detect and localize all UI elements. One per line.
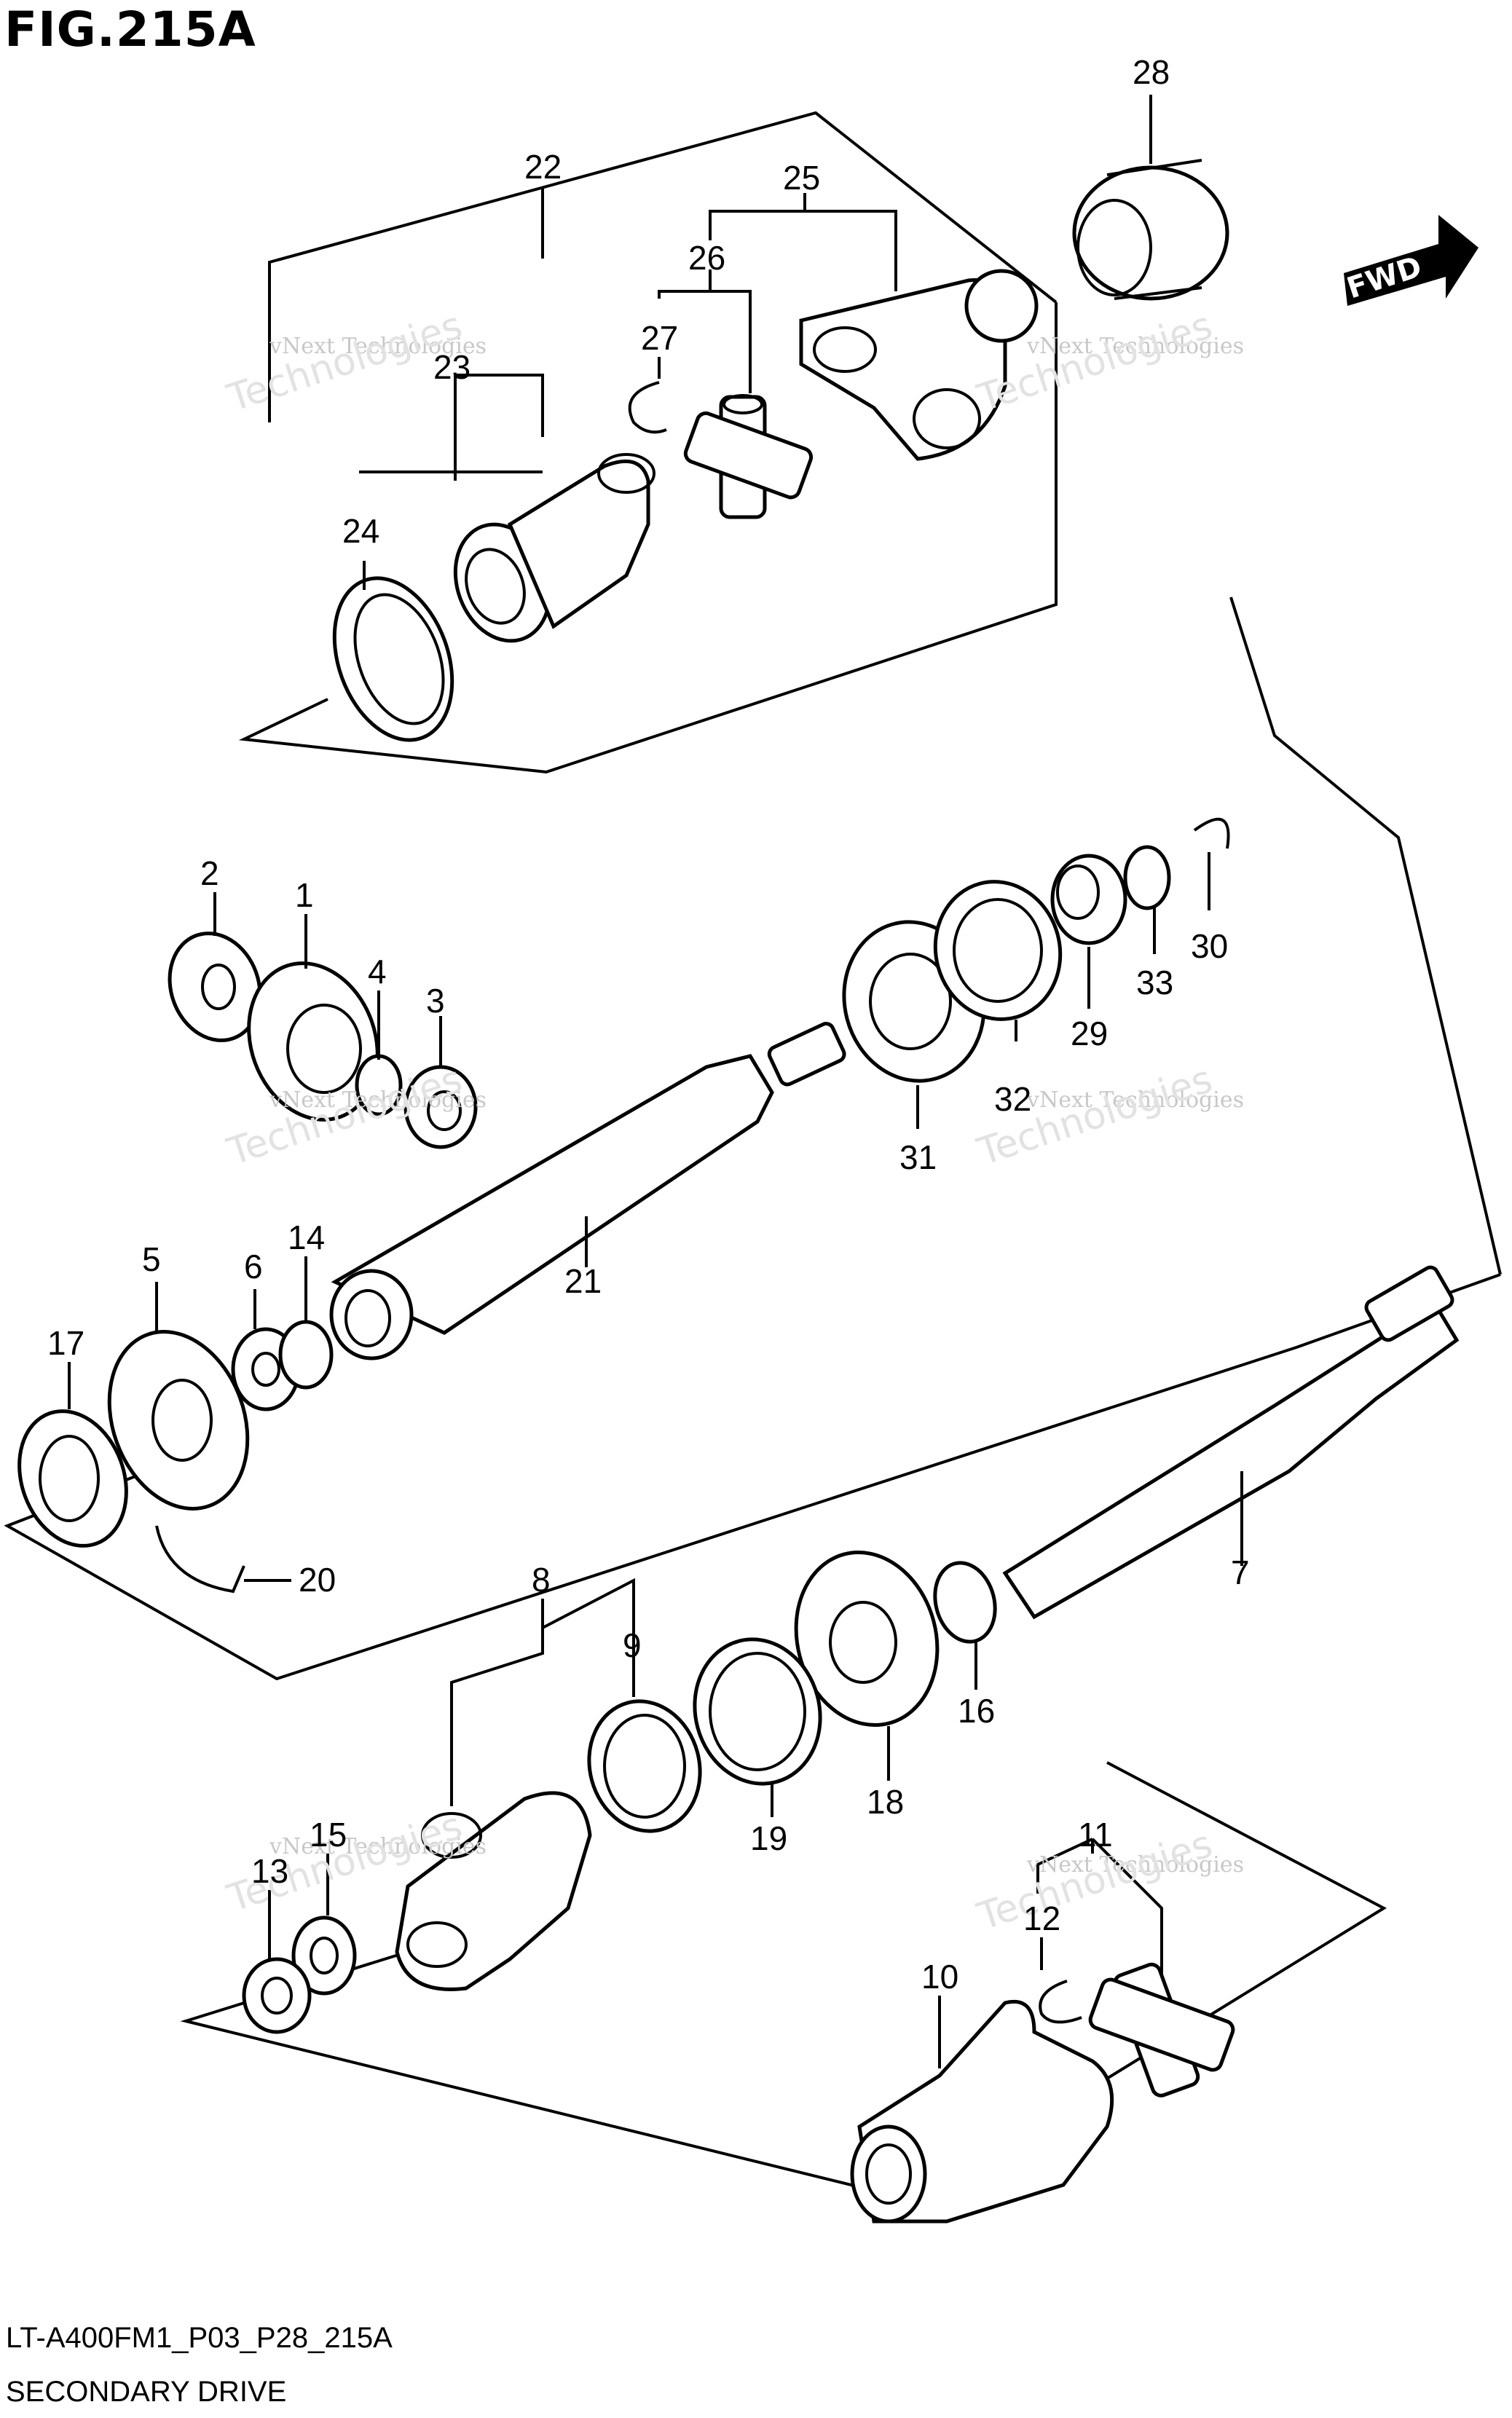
part-15-washer xyxy=(291,1915,357,1996)
callout-5: 5 xyxy=(142,1240,161,1278)
figure-title: FIG.215A xyxy=(4,1,256,58)
leader-lines xyxy=(68,95,1243,2068)
callout-29: 29 xyxy=(1071,1015,1108,1052)
part-16-o-ring xyxy=(933,1561,997,1644)
part-12-circlip xyxy=(1039,1980,1082,2024)
callout-18: 18 xyxy=(867,1783,904,1821)
callout-15: 15 xyxy=(310,1816,347,1854)
group-box-upper-joint xyxy=(238,111,1058,774)
callout-13: 13 xyxy=(251,1852,288,1890)
callout-10: 10 xyxy=(921,1958,958,1996)
part-2-washer xyxy=(168,932,262,1042)
fwd-arrow-icon: FWD xyxy=(1343,215,1478,306)
callout-22: 22 xyxy=(524,148,562,186)
callout-25: 25 xyxy=(783,159,820,197)
callout-14: 14 xyxy=(288,1218,325,1256)
part-18-oil-seal xyxy=(794,1551,940,1727)
part-23-yoke xyxy=(453,453,655,643)
part-5-bevel-gear xyxy=(107,1330,250,1511)
svg-text:vNext Technologies: vNext Technologies xyxy=(269,1834,487,1859)
svg-text:vNext Technologies: vNext Technologies xyxy=(1026,334,1244,359)
part-13-nut xyxy=(242,1957,312,2034)
callout-28: 28 xyxy=(1133,53,1170,91)
callout-26: 26 xyxy=(688,239,725,277)
part-26-spider xyxy=(683,394,814,519)
callout-11: 11 xyxy=(1078,1816,1113,1854)
callout-17: 17 xyxy=(47,1324,84,1362)
callout-9: 9 xyxy=(623,1626,642,1664)
svg-text:vNext Technologies: vNext Technologies xyxy=(269,334,487,359)
callout-32: 32 xyxy=(994,1080,1031,1118)
part-28-boot xyxy=(1072,159,1229,301)
callout-2: 2 xyxy=(200,854,219,892)
part-32-bearing-race xyxy=(933,880,1063,1021)
part-21-propeller-shaft xyxy=(329,1022,846,1360)
part-17-bearing xyxy=(17,1409,128,1548)
part-30-circlip xyxy=(1193,817,1230,849)
part-14-collar xyxy=(278,1320,334,1390)
drawing-name: SECONDARY DRIVE xyxy=(6,2376,287,2408)
callout-31: 31 xyxy=(899,1138,937,1176)
callout-4: 4 xyxy=(368,953,387,991)
part-8-yoke xyxy=(395,1791,592,1991)
part-33-washer xyxy=(1123,845,1171,910)
callout-23: 23 xyxy=(433,348,470,386)
part-9-seal xyxy=(587,1699,702,1833)
part-7-drive-shaft xyxy=(1002,1265,1460,1620)
part-25-yoke xyxy=(799,269,1039,461)
callout-1: 1 xyxy=(295,876,314,914)
svg-text:vNext Technologies: vNext Technologies xyxy=(1026,1087,1244,1113)
part-20-circlip xyxy=(155,1525,245,1594)
part-19-bearing-race xyxy=(693,1637,822,1786)
callout-6: 6 xyxy=(244,1248,263,1285)
callout-30: 30 xyxy=(1191,927,1228,965)
svg-text:Technologies: Technologies xyxy=(222,304,468,421)
part-10-yoke xyxy=(850,2000,1114,2224)
callout-33: 33 xyxy=(1136,964,1173,1001)
callout-24: 24 xyxy=(342,512,379,550)
callout-16: 16 xyxy=(958,1692,995,1730)
callout-labels: 1 2 3 4 5 6 7 8 9 10 11 12 13 14 15 16 1… xyxy=(47,53,1250,1996)
svg-text:vNext Technologies: vNext Technologies xyxy=(1026,1852,1244,1878)
callout-12: 12 xyxy=(1023,1899,1060,1937)
drawing-code: LT-A400FM1_P03_P28_215A xyxy=(6,2322,393,2354)
callout-20: 20 xyxy=(299,1561,336,1599)
callout-27: 27 xyxy=(641,319,678,357)
part-29-spacer xyxy=(1050,854,1127,945)
svg-text:vNext Technologies: vNext Technologies xyxy=(269,1087,487,1113)
callout-7: 7 xyxy=(1231,1553,1250,1591)
part-24-seal xyxy=(332,576,454,742)
callout-3: 3 xyxy=(426,982,445,1020)
fwd-label: FWD xyxy=(1343,250,1426,305)
part-27-circlip xyxy=(628,381,667,434)
callout-8: 8 xyxy=(532,1561,551,1599)
part-11-spider xyxy=(1088,1962,1235,2098)
callout-21: 21 xyxy=(564,1262,602,1300)
part-1-bevel-gear xyxy=(247,961,379,1122)
callout-19: 19 xyxy=(750,1819,787,1857)
